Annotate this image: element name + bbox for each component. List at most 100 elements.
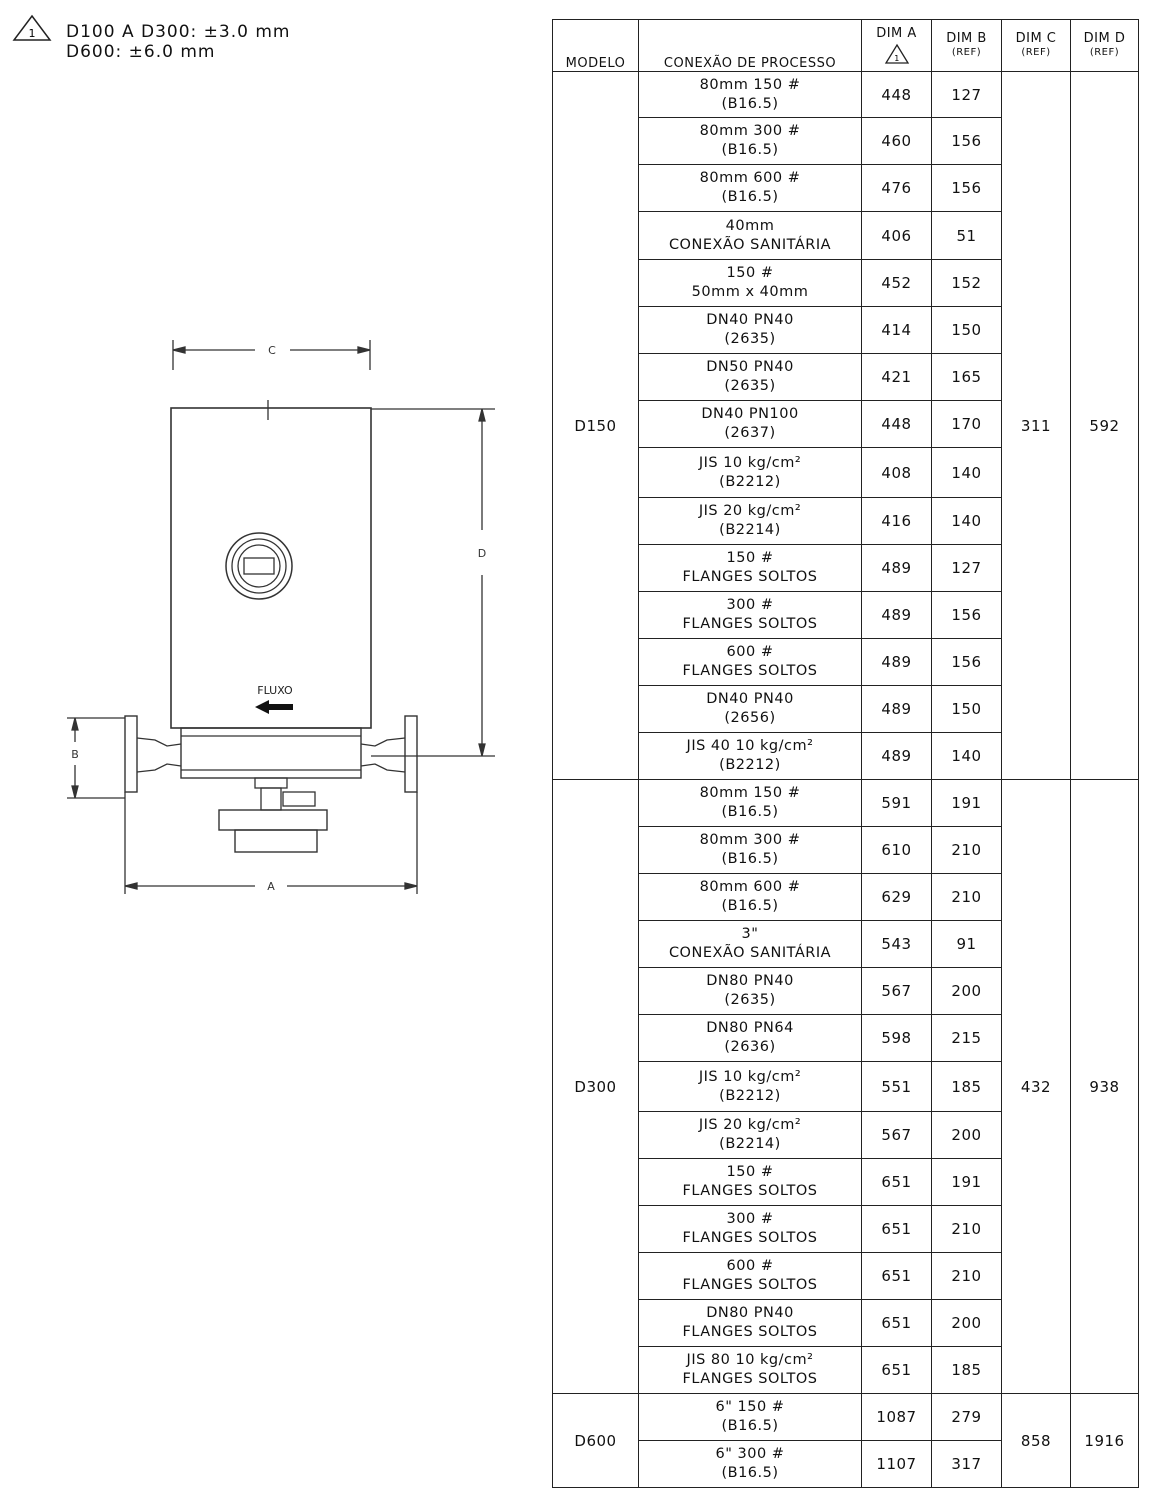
dim-b-cell: 210 xyxy=(931,1252,1002,1300)
connection-line-2: (2637) xyxy=(724,425,776,441)
connection-line-2: (B16.5) xyxy=(721,1418,779,1434)
connection-line-2: FLANGES SOLTOS xyxy=(682,663,818,679)
svg-text:1: 1 xyxy=(894,54,900,63)
connection-line-2: FLANGES SOLTOS xyxy=(682,1324,818,1340)
connection-line-1: 150 # xyxy=(726,1164,774,1180)
dim-b-cell: 156 xyxy=(931,591,1002,639)
dim-a-cell: 421 xyxy=(861,353,932,401)
dim-b-cell: 140 xyxy=(931,447,1002,498)
connection-line-2: FLANGES SOLTOS xyxy=(682,569,818,585)
connection-line-1: DN40 PN40 xyxy=(706,691,794,707)
dim-a-cell: 567 xyxy=(861,967,932,1015)
connection-line-2: (2635) xyxy=(724,378,776,394)
connection-line-1: DN80 PN64 xyxy=(706,1020,794,1036)
dim-c-cell: 432 xyxy=(1001,779,1071,1394)
connection-line-1: DN40 PN100 xyxy=(701,406,799,422)
tolerance-line-2: D600: ±6.0 mm xyxy=(66,42,216,62)
header-dim-a: DIM A 1 xyxy=(861,19,932,72)
connection-line-2: (B16.5) xyxy=(721,1465,779,1481)
connection-line-1: JIS 80 10 kg/cm² xyxy=(686,1352,814,1368)
connection-cell: 80mm 600 # (B16.5) xyxy=(638,164,862,212)
connection-line-1: 80mm 600 # xyxy=(699,170,801,186)
dim-a-cell: 414 xyxy=(861,306,932,354)
dim-b-cell: 210 xyxy=(931,873,1002,921)
connection-cell: JIS 10 kg/cm²(B2212) xyxy=(638,447,862,498)
dim-d-cell: 938 xyxy=(1070,779,1139,1394)
dim-a-cell: 489 xyxy=(861,638,932,686)
connection-line-1: 80mm 600 # xyxy=(699,879,801,895)
dim-b-cell: 210 xyxy=(931,1205,1002,1253)
connection-cell: DN80 PN40(2635) xyxy=(638,967,862,1015)
dim-b-cell: 91 xyxy=(931,920,1002,968)
dim-b-cell: 200 xyxy=(931,1111,1002,1159)
dim-b-cell: 127 xyxy=(931,544,1002,592)
connection-cell: DN40 PN40(2656) xyxy=(638,685,862,733)
dim-a-cell: 489 xyxy=(861,591,932,639)
header-dim-c: DIM C (REF) xyxy=(1001,19,1071,72)
connection-line-2: (B2214) xyxy=(719,522,781,538)
table-header-row: MODELO CONEXÃO DE PROCESSO DIM A 1 DIM B… xyxy=(552,19,1139,72)
connection-line-1: 6" 150 # xyxy=(715,1399,785,1415)
dim-a-cell: 651 xyxy=(861,1205,932,1253)
dim-a-cell: 543 xyxy=(861,920,932,968)
connection-line-1: 600 # xyxy=(726,1258,774,1274)
dim-a-cell: 406 xyxy=(861,211,932,260)
dim-a-cell: 551 xyxy=(861,1061,932,1112)
connection-line-2: CONEXÃO SANITÁRIA xyxy=(668,236,832,253)
connection-line-1: 300 # xyxy=(726,1211,774,1227)
dim-b-cell: 51 xyxy=(931,211,1002,260)
connection-line-1: JIS 10 kg/cm² xyxy=(698,1068,802,1085)
connection-line-2: (2635) xyxy=(724,992,776,1008)
connection-cell: DN40 PN40(2635) xyxy=(638,306,862,354)
dimensions-table: MODELO CONEXÃO DE PROCESSO DIM A 1 DIM B… xyxy=(552,19,1139,1488)
dim-a-cell: 489 xyxy=(861,685,932,733)
dim-a-cell: 489 xyxy=(861,732,932,780)
connection-line-2: CONEXÃO SANITÁRIA xyxy=(668,945,832,961)
connection-line-2: (B2212) xyxy=(719,757,781,773)
dim-a-cell: 1107 xyxy=(861,1440,932,1488)
header-dim-b-ref: (REF) xyxy=(951,46,982,58)
connection-line-1: 3" xyxy=(741,926,759,942)
connection-cell: 3" CONEXÃO SANITÁRIA xyxy=(638,920,862,968)
model-cell: D600 xyxy=(552,1393,639,1488)
connection-line-1: DN80 PN40 xyxy=(706,1305,794,1321)
connection-cell: 80mm 150 #(B16.5) xyxy=(638,71,862,118)
connection-line-1: 600 # xyxy=(726,644,774,660)
dim-b-cell: 185 xyxy=(931,1061,1002,1112)
dim-b-cell: 152 xyxy=(931,259,1002,307)
connection-line-1: 80mm 150 # xyxy=(699,76,801,93)
dim-a-label: A xyxy=(267,880,275,893)
dim-b-cell: 200 xyxy=(931,967,1002,1015)
connection-line-1: 150 # xyxy=(726,550,774,566)
connection-cell: 150 #FLANGES SOLTOS xyxy=(638,1158,862,1206)
dim-a-cell: 567 xyxy=(861,1111,932,1159)
connection-cell: 600 #FLANGES SOLTOS xyxy=(638,1252,862,1300)
connection-line-2: (B16.5) xyxy=(721,189,779,205)
connection-cell: 600 # FLANGES SOLTOS xyxy=(638,638,862,686)
connection-line-2: FLANGES SOLTOS xyxy=(682,1230,818,1246)
header-dim-d: DIM D (REF) xyxy=(1070,19,1139,72)
flowmeter-drawing: C D B A FLUXO xyxy=(67,340,495,894)
connection-line-1: 80mm 300 # xyxy=(699,832,801,848)
connection-line-1: 150 # xyxy=(726,265,774,281)
dim-a-cell: 489 xyxy=(861,544,932,592)
connection-cell: 80mm 150 #(B16.5) xyxy=(638,779,862,827)
connection-line-1: JIS 20 kg/cm² xyxy=(698,1117,802,1133)
connection-line-1: JIS 40 10 kg/cm² xyxy=(686,738,814,754)
connection-cell: 150 # FLANGES SOLTOS xyxy=(638,544,862,592)
dim-a-cell: 416 xyxy=(861,497,932,545)
dim-a-cell: 591 xyxy=(861,779,932,827)
connection-cell: DN40 PN100 (2637) xyxy=(638,400,862,448)
connection-line-1: 6" 300 # xyxy=(715,1446,785,1462)
